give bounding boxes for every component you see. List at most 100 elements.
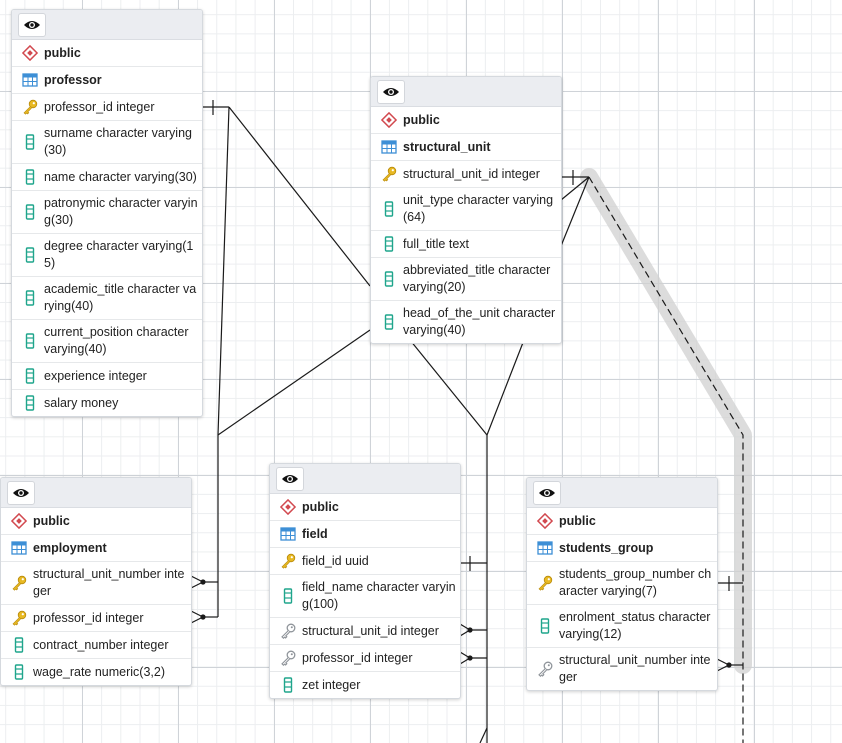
column-row[interactable]: full_title text [371,231,561,258]
schema-name: public [33,513,70,528]
primary-key-icon [280,553,296,569]
column-row[interactable]: abbreviated_title character varying(20) [371,258,561,301]
schema-icon [381,112,397,128]
column-row[interactable]: experience integer [12,363,202,390]
column-label: surname character varying(30) [44,126,192,157]
schema-row: public [12,40,202,67]
column-label: salary money [44,395,119,410]
column-row[interactable]: students_group_number character varying(… [527,562,717,605]
table-icon [537,540,553,556]
column-label: field_id uuid [302,553,369,568]
table-name: students_group [559,540,654,555]
column-row[interactable]: contract_number integer [1,632,191,659]
schema-name: public [403,112,440,127]
column-icon [381,271,397,287]
column-icon [11,664,27,680]
column-icon [381,236,397,252]
column-label: academic_title character varying(40) [44,282,197,313]
column-icon [537,618,553,634]
column-label: wage_rate numeric(3,2) [33,664,166,679]
column-row[interactable]: salary money [12,390,202,416]
column-row[interactable]: head_of_the_unit character varying(40) [371,301,561,343]
column-row[interactable]: zet integer [270,672,460,698]
column-row[interactable]: wage_rate numeric(3,2) [1,659,191,685]
column-label: professor_id integer [33,610,144,625]
table-card-field[interactable]: public field field_id uuid field_name chara… [269,463,461,699]
table-name-row: structural_unit [371,134,561,161]
table-card-header [12,10,202,40]
column-row[interactable]: surname character varying(30) [12,121,202,164]
column-label: abbreviated_title character varying(20) [403,263,551,294]
column-label: enrolment_status character varying(12) [559,610,711,641]
table-card-header [1,478,191,508]
table-name: professor [44,72,102,87]
column-row[interactable]: structural_unit_number integer [527,648,717,690]
table-name-row: students_group [527,535,717,562]
table-card-header [270,464,460,494]
column-label: current_position character varying(40) [44,325,189,356]
schema-row: public [1,508,191,535]
column-row[interactable]: unit_type character varying(64) [371,188,561,231]
primary-key-icon [11,610,27,626]
schema-icon [11,513,27,529]
column-icon [381,314,397,330]
table-name-row: professor [12,67,202,94]
eye-icon[interactable] [18,12,46,37]
eye-icon[interactable] [533,480,561,505]
primary-key-icon [381,166,397,182]
eye-icon[interactable] [377,79,405,104]
table-card-professor[interactable]: public professor professor_id integer surna… [11,9,203,417]
schema-name: public [44,45,81,60]
primary-key-icon [22,99,38,115]
column-label: structural_unit_id integer [403,166,540,181]
eye-icon[interactable] [7,480,35,505]
column-row[interactable]: name character varying(30) [12,164,202,191]
column-row[interactable]: professor_id integer [1,605,191,632]
column-icon [22,368,38,384]
column-label: full_title text [403,236,470,251]
schema-name: public [559,513,596,528]
link-professor-trunk [217,106,230,436]
schema-row: public [270,494,460,521]
column-icon [280,677,296,693]
table-card-employment[interactable]: public employment structural_unit_number i… [0,477,192,686]
column-row[interactable]: patronymic character varying(30) [12,191,202,234]
column-icon [22,204,38,220]
column-label: structural_unit_number integer [33,567,185,598]
primary-key-icon [11,575,27,591]
column-label: professor_id integer [302,650,413,665]
column-icon [280,588,296,604]
column-icon [22,134,38,150]
table-card-structural-unit[interactable]: public structural_unit structural_unit_id … [370,76,562,344]
table-name: employment [33,540,107,555]
schema-icon [280,499,296,515]
table-name: field [302,526,328,541]
table-icon [381,139,397,155]
column-icon [22,169,38,185]
eye-icon[interactable] [276,466,304,491]
link-unit-to-employment [217,329,371,436]
foreign-key-icon [537,661,553,677]
table-icon [22,72,38,88]
column-row[interactable]: professor_id integer [270,645,460,672]
column-row[interactable]: structural_unit_id integer [270,618,460,645]
schema-row: public [527,508,717,535]
column-row[interactable]: professor_id integer [12,94,202,121]
column-row[interactable]: enrolment_status character varying(12) [527,605,717,648]
column-row[interactable]: structural_unit_id integer [371,161,561,188]
column-row[interactable]: field_name character varying(100) [270,575,460,618]
column-label: zet integer [302,677,361,692]
column-label: head_of_the_unit character varying(40) [403,306,556,337]
schema-row: public [371,107,561,134]
table-icon [11,540,27,556]
link-professor-to-field [228,106,371,287]
table-card-students-group[interactable]: public students_group students_group_numbe… [526,477,718,691]
column-row[interactable]: degree character varying(15) [12,234,202,277]
column-row[interactable]: current_position character varying(40) [12,320,202,363]
column-row[interactable]: structural_unit_number integer [1,562,191,605]
column-label: experience integer [44,368,147,383]
column-label: structural_unit_id integer [302,623,439,638]
column-label: unit_type character varying(64) [403,193,554,224]
column-row[interactable]: field_id uuid [270,548,460,575]
column-row[interactable]: academic_title character varying(40) [12,277,202,320]
